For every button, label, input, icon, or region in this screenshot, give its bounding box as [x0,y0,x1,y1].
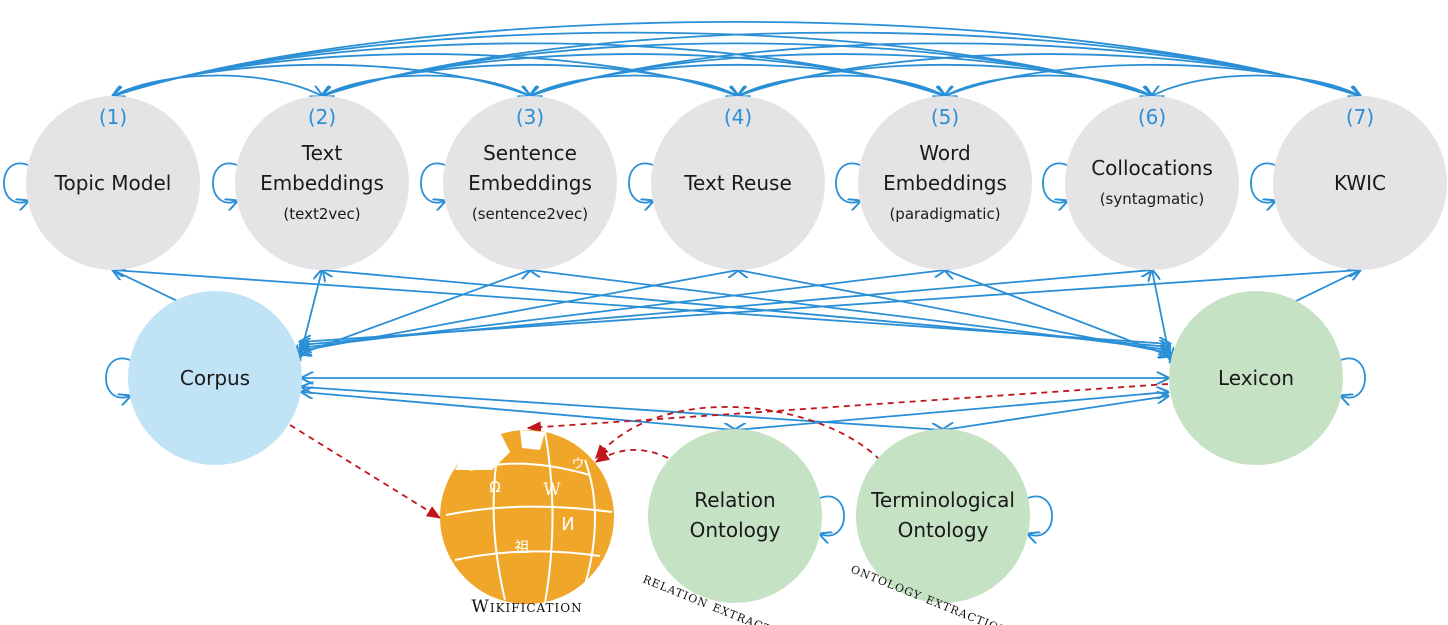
model-label: Embeddings [883,171,1007,195]
terminological-ontology-line-1: Terminological [870,488,1015,512]
model-number: (7) [1346,105,1374,129]
terminological-ontology-line-2: Ontology [898,518,989,542]
model-arc-4-6 [738,63,1152,96]
model-circle [443,96,617,270]
model-lexicon-edge-4 [738,270,1170,353]
globe-body [440,430,614,604]
model-self-loop-6 [1042,162,1067,202]
relation-ontology-self-loop [820,495,845,535]
model-label: Embeddings [260,171,384,195]
model-arc-2-7 [322,31,1360,96]
edges-layer [3,21,1366,536]
model-label: KWIC [1334,171,1386,195]
model-label: Topic Model [54,171,172,195]
model-sublabel: (text2vec) [283,205,360,223]
model-self-loop-3 [420,162,445,202]
lexicon-wikification-dashed-edge [526,383,1169,433]
lexicon-terminological-ontology-edge [943,396,1168,430]
corpus-label: Corpus [180,366,250,390]
relation-ontology-node: Relation Ontology [648,429,822,603]
relation-ontology-line-2: Ontology [690,518,781,542]
model-lexicon-edge-2 [322,270,1170,347]
model-number: (5) [931,105,959,129]
relation-ontology-line-1: Relation [694,488,775,512]
model-number: (1) [99,105,127,129]
corpus-terminological-ontology-edge [302,387,943,430]
model-node-6: (6) Collocations (syntagmatic) [1065,96,1239,270]
model-circle [651,96,825,270]
lexicon-circle [1169,291,1343,465]
model-arc-1-6 [113,31,1152,96]
model-arc-2-4 [322,63,738,96]
globe-glyph-w: W [543,480,561,500]
model-arc-3-5 [530,63,945,96]
model-node-1: (1) Topic Model [26,96,200,270]
wikification-caption: Wikification [471,597,582,617]
model-number: (2) [308,105,336,129]
globe-glyph-zu: 祖 [514,538,529,556]
model-label: Sentence [483,141,577,165]
model-circle [235,96,409,270]
terminological-ontology-node: Terminological Ontology [856,429,1030,603]
relation-ontology-wikification-dashed-edge [594,449,669,463]
model-circle [858,96,1032,270]
globe-glyph-u: ウ [571,457,584,472]
model-label: Embeddings [468,171,592,195]
lexicon-self-loop [1341,357,1366,397]
globe-glyph-i: И [561,514,574,535]
model-sublabel: (paradigmatic) [889,205,1000,223]
terminological-ontology-circle [856,429,1030,603]
lexicon-label: Lexicon [1218,366,1294,390]
lexicon-relation-ontology-edge [735,392,1168,430]
globe-glyph-omega: Ω [489,478,500,496]
model-circle [1273,96,1447,270]
corpus-wikification-dashed-edge [289,424,442,519]
globe-puzzle-lines [445,431,613,604]
model-circle [1065,96,1239,270]
model-number: (6) [1138,105,1166,129]
relation-ontology-circle [648,429,822,603]
corpus-node: Corpus [128,291,302,465]
model-self-loop-1 [3,162,28,202]
model-number: (4) [724,105,752,129]
model-node-7: (7) KWIC [1273,96,1447,270]
model-lexicon-edge-5 [945,270,1170,356]
model-self-loop-5 [835,162,860,202]
wikipedia-globe-icon: Ω W И 祖 ウ [440,430,614,604]
model-label: Collocations [1091,156,1213,180]
model-sublabel: (sentence2vec) [472,205,588,223]
model-label: Word [919,141,970,165]
corpus-self-loop [105,357,130,397]
model-self-loop-7 [1250,162,1275,202]
model-self-loop-4 [628,162,653,202]
model-number: (3) [516,105,544,129]
model-arc-5-7 [945,63,1360,96]
globe-missing-piece-2 [520,430,545,450]
terminological-ontology-wikification-dashed-edge [595,406,881,461]
model-circle [26,96,200,270]
model-node-4: (4) Text Reuse [651,96,825,270]
model-label: Text [301,141,343,165]
model-sublabel: (syntagmatic) [1100,190,1205,208]
lexicon-node: Lexicon [1169,291,1343,465]
terminological-ontology-self-loop [1028,495,1053,535]
model-arc-1-3 [113,63,530,96]
model-arc-6-7 [1152,74,1360,96]
model-label: Text Reuse [683,171,792,195]
model-self-loop-2 [212,162,237,202]
corpus-circle [128,291,302,465]
